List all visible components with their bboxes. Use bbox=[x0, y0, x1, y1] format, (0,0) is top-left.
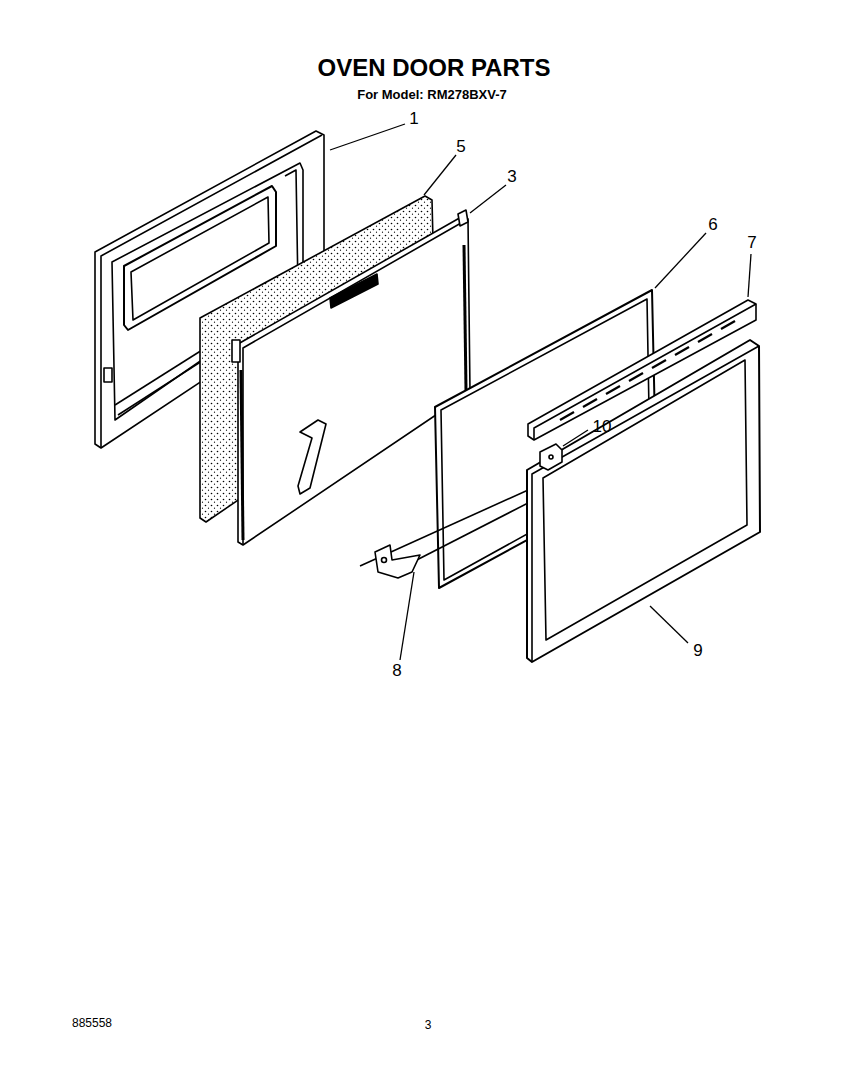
page-number: 3 bbox=[425, 1019, 432, 1032]
callout-number: 3 bbox=[507, 168, 516, 187]
document-number: 885558 bbox=[72, 1017, 112, 1030]
callout-number: 6 bbox=[708, 216, 717, 235]
callout-number: 7 bbox=[747, 234, 756, 253]
callout-number: 5 bbox=[456, 138, 465, 157]
diagram-title: OVEN DOOR PARTS bbox=[318, 55, 551, 81]
hinge-clip bbox=[540, 444, 562, 470]
inner-panel bbox=[232, 210, 470, 545]
door-frame bbox=[527, 340, 760, 662]
callout-number: 1 bbox=[409, 110, 418, 129]
leader-lines bbox=[330, 124, 751, 660]
callout-number: 10 bbox=[593, 418, 612, 437]
model-subtitle: For Model: RM278BXV-7 bbox=[357, 88, 507, 102]
callout-number: 8 bbox=[392, 662, 401, 681]
callout-number: 9 bbox=[693, 642, 702, 661]
